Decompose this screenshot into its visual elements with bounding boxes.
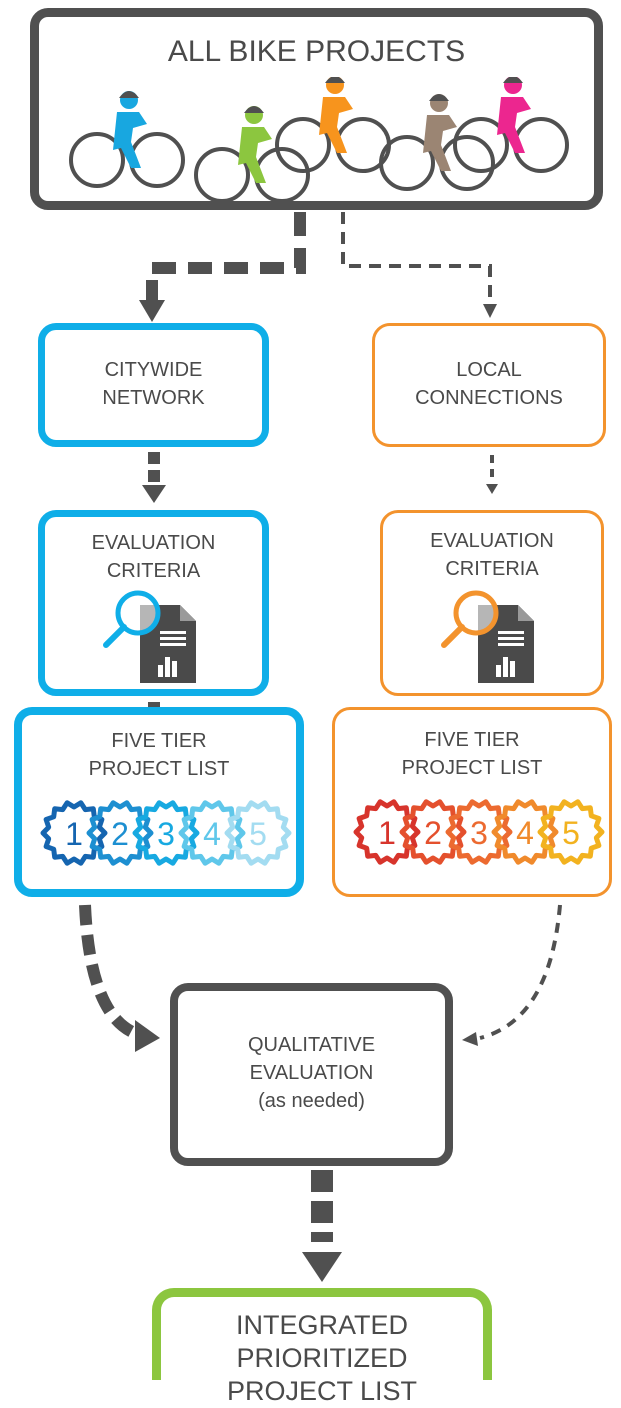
text-line-icon: [160, 637, 186, 640]
arrow-head-icon: [135, 1020, 160, 1052]
text-line-icon: [160, 643, 186, 646]
integrated-prioritized-label: INTEGRATED PRIORITIZED PROJECT LIST: [226, 1310, 418, 1406]
magnifier-lens-icon: [115, 590, 161, 636]
tier-gear-icon: [537, 799, 605, 865]
magnifier-lens-icon: [453, 590, 499, 636]
magnifier-handle-icon: [103, 624, 127, 648]
connector-citywide-to-qualitative: [79, 904, 143, 1041]
tier-gear-icon: [491, 799, 559, 865]
tier-gear-icon: [445, 799, 513, 865]
tier-gear-icon: [132, 800, 200, 866]
bike-wheel-icon: [275, 117, 331, 173]
all-bike-projects-title: ALL BIKE PROJECTS: [167, 35, 466, 68]
helmet-icon: [325, 77, 345, 83]
arrow-head-icon: [302, 1252, 342, 1282]
bike-wheel-icon: [69, 132, 125, 188]
tier-gear-icon: [86, 800, 154, 866]
text-line-icon: [498, 643, 524, 646]
citywide-tier-label: FIVE TIER PROJECT LIST: [88, 730, 230, 780]
rider-body-icon: [423, 115, 457, 171]
citywide-network-box: CITYWIDE NETWORK: [38, 323, 269, 447]
tier-gear-icon: [353, 799, 421, 865]
tier-gear-icon: [40, 800, 108, 866]
arrow-head-icon: [462, 1032, 478, 1046]
helmet-icon: [119, 91, 139, 98]
tier-number: 2: [111, 816, 129, 852]
helmet-icon: [429, 94, 449, 101]
rider-body-icon: [319, 97, 353, 153]
citywide-network-label: CITYWIDE NETWORK: [102, 359, 205, 409]
tier-number: 1: [378, 815, 396, 851]
bar-icon: [510, 661, 515, 677]
local-criteria-label: EVALUATION CRITERIA: [430, 530, 554, 580]
cyclist-icon: [453, 77, 569, 173]
tier-number: 3: [157, 816, 175, 852]
bar-icon: [496, 665, 501, 677]
bike-wheel-icon: [194, 147, 250, 203]
text-line-icon: [498, 631, 524, 634]
bar-icon: [172, 661, 177, 677]
cyclist-icon: [275, 77, 391, 173]
rider-body-icon: [113, 112, 147, 168]
local-connections-box: LOCAL CONNECTIONS: [372, 323, 606, 447]
arrow-head-icon: [139, 300, 165, 322]
tier-number: 3: [470, 815, 488, 851]
text-line-icon: [160, 631, 186, 634]
bike-wheel-icon: [453, 117, 509, 173]
arrow-head-icon: [142, 485, 166, 503]
tier-number: 5: [249, 816, 267, 852]
citywide-criteria-box: EVALUATION CRITERIA: [38, 510, 269, 696]
magnifier-handle-icon: [441, 624, 465, 648]
bar-icon: [503, 657, 508, 677]
qualitative-evaluation-box: QUALITATIVE EVALUATION (as needed): [170, 983, 453, 1166]
all-bike-projects-box: ALL BIKE PROJECTS: [30, 8, 603, 210]
tier-gear-icon: [178, 800, 246, 866]
citywide-criteria-label: EVALUATION CRITERIA: [91, 532, 216, 582]
local-tier-label: FIVE TIER PROJECT LIST: [401, 729, 543, 779]
connector-top-to-citywide: [146, 212, 306, 300]
cyclists-illustration: [69, 77, 569, 203]
cyclist-icon: [69, 91, 185, 188]
magnifier-document-icon: [441, 590, 534, 683]
local-criteria-box: EVALUATION CRITERIA: [380, 510, 604, 696]
bike-wheel-icon: [129, 132, 185, 188]
arrow-head-icon: [483, 304, 497, 318]
tier-number: 4: [516, 815, 534, 851]
integrated-prioritized-box: INTEGRATED PRIORITIZED PROJECT LIST: [152, 1288, 492, 1406]
magnifier-document-icon: [103, 590, 196, 683]
connector-top-to-local: [341, 212, 492, 304]
tier-gear-icon: [399, 799, 467, 865]
tier-number: 1: [65, 816, 83, 852]
cyclist-icon: [194, 106, 310, 203]
arrow-head-icon: [486, 484, 498, 494]
tier-number: 5: [562, 815, 580, 851]
helmet-icon: [244, 106, 264, 113]
bike-wheel-icon: [513, 117, 569, 173]
text-line-icon: [498, 637, 524, 640]
bar-icon: [165, 657, 170, 677]
connector-local-to-qualitative: [479, 904, 562, 1040]
cyclist-icon: [379, 94, 495, 191]
tier-gear-icon: [224, 800, 292, 866]
local-connections-label: LOCAL CONNECTIONS: [415, 359, 563, 409]
document-fold-icon: [518, 605, 534, 621]
helmet-icon: [503, 77, 523, 83]
bike-wheel-icon: [439, 135, 495, 191]
document-fold-icon: [180, 605, 196, 621]
rider-body-icon: [238, 127, 272, 183]
tier-number: 4: [203, 816, 221, 852]
tier-number: 2: [424, 815, 442, 851]
bike-wheel-icon: [379, 135, 435, 191]
rider-body-icon: [497, 97, 531, 153]
bar-icon: [158, 665, 163, 677]
qualitative-evaluation-label: QUALITATIVE EVALUATION (as needed): [247, 1034, 376, 1112]
